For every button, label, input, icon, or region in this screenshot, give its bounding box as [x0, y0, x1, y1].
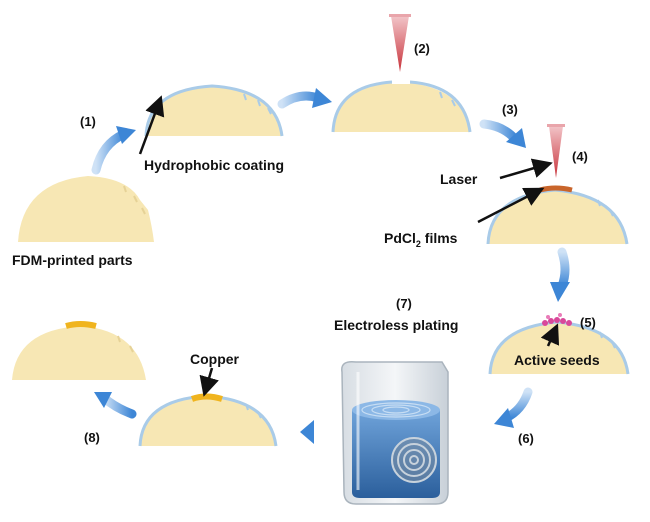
step-label-6: (6) — [518, 431, 534, 446]
step-label-8: (8) — [84, 430, 100, 445]
dome-pdcl2-film — [486, 185, 629, 245]
pointer-pdcl2 — [477, 187, 545, 224]
step-label-3: (3) — [502, 102, 518, 117]
pointer-laser — [499, 158, 553, 180]
immersed-part — [391, 437, 437, 483]
label-active-seeds: Active seeds — [514, 352, 600, 368]
pointer-seeds — [540, 323, 560, 347]
pointer-hydrophobic — [138, 95, 165, 155]
dome-coated — [144, 84, 284, 137]
step-label-2: (2) — [414, 41, 430, 56]
dome-active-seeds — [488, 313, 630, 375]
dome-fdm-part — [18, 176, 154, 242]
dome-copper-coated — [138, 393, 278, 447]
step-label-5: (5) — [580, 315, 596, 330]
laser-beam-top — [389, 14, 411, 72]
arrow-step-8 — [99, 393, 137, 419]
laser-beam-side — [547, 124, 565, 178]
arrow-step-4 — [557, 247, 570, 291]
beaker-electroless-plating — [341, 360, 449, 505]
process-arrows — [91, 88, 570, 444]
step-label-7: (7) — [396, 296, 412, 311]
dome-final-copper — [12, 321, 146, 380]
label-fdm-printed-parts: FDM-printed parts — [12, 252, 133, 268]
arrow-step-2 — [277, 91, 323, 109]
label-copper: Copper — [190, 351, 239, 367]
dome-laser-ablation — [331, 78, 472, 133]
label-laser: Laser — [440, 171, 478, 187]
arrow-step-1 — [91, 129, 129, 175]
step-label-1: (1) — [80, 114, 96, 129]
label-hydrophobic-coating: Hydrophobic coating — [144, 157, 284, 173]
label-pdcl2-films: PdCl2 films — [384, 230, 458, 249]
label-electroless-plating: Electroless plating — [334, 317, 459, 333]
pointer-copper — [199, 367, 219, 397]
step-label-4: (4) — [572, 149, 588, 164]
pointer-arrows — [138, 95, 560, 397]
